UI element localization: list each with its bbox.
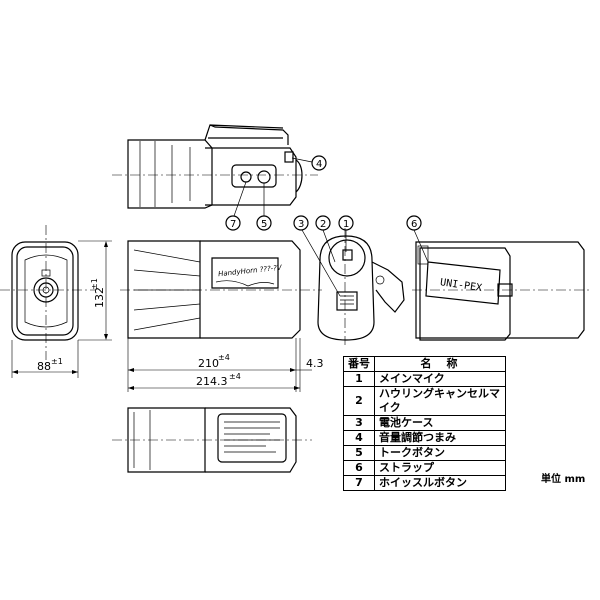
bottom-view-spec-plate [217, 413, 287, 463]
strap-band [425, 261, 501, 305]
part-name: ストラップ [374, 460, 506, 476]
whistle-button [240, 171, 252, 183]
part-number: 4 [343, 430, 375, 446]
battery-case [336, 291, 358, 311]
header-no: 番号 [343, 356, 375, 372]
strap-brand-text: UNI-PEX [439, 277, 482, 294]
front-view-driver-cap [42, 286, 50, 294]
dim-height-tol: ±1 [90, 278, 99, 290]
svg-text:6: 6 [411, 219, 417, 230]
part-name: トークボタン [374, 445, 506, 461]
part-number: 5 [343, 445, 375, 461]
part-number: 6 [343, 460, 375, 476]
rear-view-strap-loop [371, 261, 405, 313]
dim-width-value: 88 [37, 360, 51, 373]
top-view-control-panel [231, 164, 277, 188]
part-number: 3 [343, 415, 375, 431]
svg-text:4: 4 [316, 159, 322, 170]
front-view-driver-inner [38, 282, 54, 298]
top-view-handle [204, 124, 289, 145]
unit-label: 単位 mm [541, 474, 586, 485]
front-view-bezel [16, 246, 74, 336]
top-view [112, 124, 318, 209]
main-mic [342, 249, 353, 261]
side-view: HandyHorn ???-?V [120, 240, 322, 339]
front-view [0, 225, 95, 360]
parts-table-header: 番号 名 称 [343, 356, 506, 372]
top-view-horn-tip [295, 159, 303, 193]
bottom-view-front-body [205, 407, 297, 473]
side-view-front-body [200, 240, 301, 339]
rear-view-top-dome [328, 239, 366, 277]
top-view-front-body [205, 147, 297, 206]
callout-3: 3 [293, 215, 309, 231]
strap-view-body [415, 241, 585, 339]
strap-view: UNI-PEX [412, 241, 590, 341]
dim-total-depth-value: 214.3 [196, 375, 228, 388]
bottom-view [112, 407, 312, 473]
dimension-lines [11, 240, 312, 392]
svg-text:2: 2 [320, 219, 326, 230]
bottom-view-plate-text-lines [224, 421, 280, 453]
dim-offset-value: 4.3 [306, 357, 324, 370]
svg-text:7: 7 [230, 219, 236, 230]
strap-view-pouch [419, 247, 511, 341]
part-name: 音量調節つまみ [374, 430, 506, 446]
callout-5: 5 [256, 215, 272, 231]
part-name: ホイッスルボタン [374, 475, 506, 491]
talk-button [257, 170, 271, 184]
front-label-text: HandyHorn ???-?V [218, 263, 284, 278]
bottom-view-ribs [133, 410, 151, 470]
dim-total-depth-tol: ±4 [229, 372, 241, 381]
rear-view-strap-pin [375, 275, 385, 285]
front-view-driver-outer [33, 277, 59, 303]
callout-7: 7 [225, 215, 241, 231]
side-view-label-swoosh [215, 280, 275, 287]
part-number: 2 [343, 386, 375, 416]
dim-height-value: 132 [93, 287, 106, 308]
rear-view [317, 228, 405, 345]
callout-6: 6 [406, 215, 422, 231]
dim-depth-value: 210 [198, 357, 219, 370]
header-name: 名 称 [374, 356, 506, 372]
callout-4: 4 [311, 155, 327, 171]
callout-1: 1 [338, 215, 354, 231]
svg-text:1: 1 [343, 219, 349, 230]
svg-text:3: 3 [298, 219, 304, 230]
part-name: ハウリングキャンセルマイク [374, 386, 506, 416]
top-view-rear-ribs [139, 141, 191, 207]
callouts [233, 157, 429, 297]
callout-2: 2 [315, 215, 331, 231]
part-number: 1 [343, 371, 375, 387]
side-view-taper-lines [133, 249, 201, 331]
strap-buckle [497, 283, 513, 297]
front-view-clip [41, 269, 51, 277]
top-view-rear-body [127, 139, 213, 209]
dim-depth-tol: ±4 [218, 353, 230, 362]
front-view-outline [11, 241, 79, 341]
dim-width-tol: ±1 [51, 357, 63, 366]
front-view-horn-mouth [24, 254, 68, 328]
battery-case-grip [340, 295, 354, 305]
svg-text:5: 5 [261, 219, 267, 230]
side-view-label-panel [211, 257, 279, 289]
rear-view-outline [317, 235, 375, 341]
volume-knob [284, 151, 294, 163]
part-number: 7 [343, 475, 375, 491]
strap-clip [417, 245, 429, 265]
part-name: 電池ケース [374, 415, 506, 431]
part-name: メインマイク [374, 371, 506, 387]
